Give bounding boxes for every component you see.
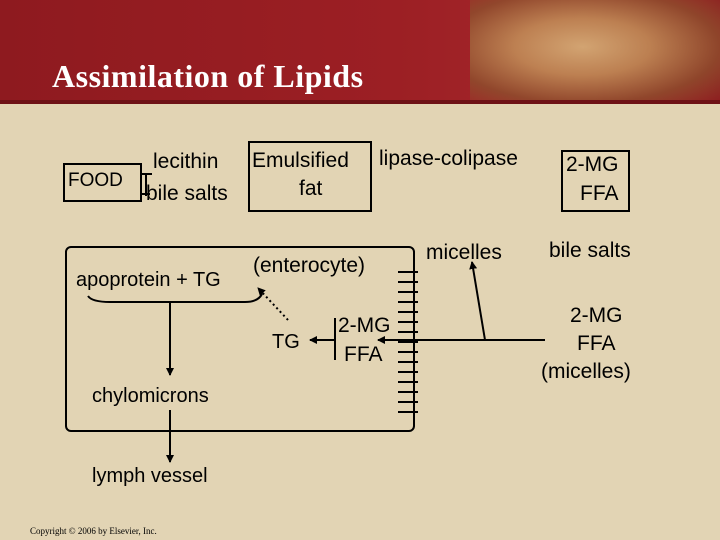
tg-label: TG (272, 331, 300, 353)
ffa-top-label: FFA (580, 182, 619, 205)
lecithin-label: lecithin (153, 150, 219, 173)
products-box (561, 150, 630, 212)
enterocyte-label: (enterocyte) (253, 254, 366, 277)
ffa-micelles-label: FFA (577, 332, 616, 355)
mg-micelles-label: 2-MG (570, 304, 623, 327)
fat-label: fat (299, 177, 323, 200)
apoprotein-tg-label: apoprotein + TG (76, 269, 221, 291)
brush-border (398, 271, 418, 413)
mg-mid-label: 2-MG (338, 314, 391, 337)
mg-top-label: 2-MG (566, 153, 619, 176)
micelles-paren-label: (micelles) (541, 360, 631, 383)
banner-decoration (470, 0, 720, 104)
banner-underline (0, 100, 720, 104)
food-box (63, 163, 142, 202)
bile-salts-label: bile salts (146, 182, 228, 205)
micelles-label: micelles (426, 241, 502, 264)
emulsified-label: Emulsified (252, 149, 349, 172)
food-label: FOOD (68, 170, 123, 191)
apoprotein-bracket (87, 293, 263, 303)
lymph-vessel-label: lymph vessel (92, 465, 208, 487)
copyright-notice: Copyright © 2006 by Elsevier, Inc. (30, 526, 157, 536)
title-banner (0, 0, 720, 104)
ffa-mid-label: FFA (344, 343, 383, 366)
slide-title: Assimilation of Lipids (52, 58, 364, 94)
bile-salts-right-label: bile salts (549, 239, 631, 262)
arrow-to-micelles (469, 261, 486, 341)
chylomicrons-label: chylomicrons (92, 385, 209, 407)
dotted-arrow-to-tg (257, 287, 289, 321)
emulsified-fat-box (248, 141, 372, 212)
lipase-colipase-label: lipase-colipase (379, 147, 518, 170)
